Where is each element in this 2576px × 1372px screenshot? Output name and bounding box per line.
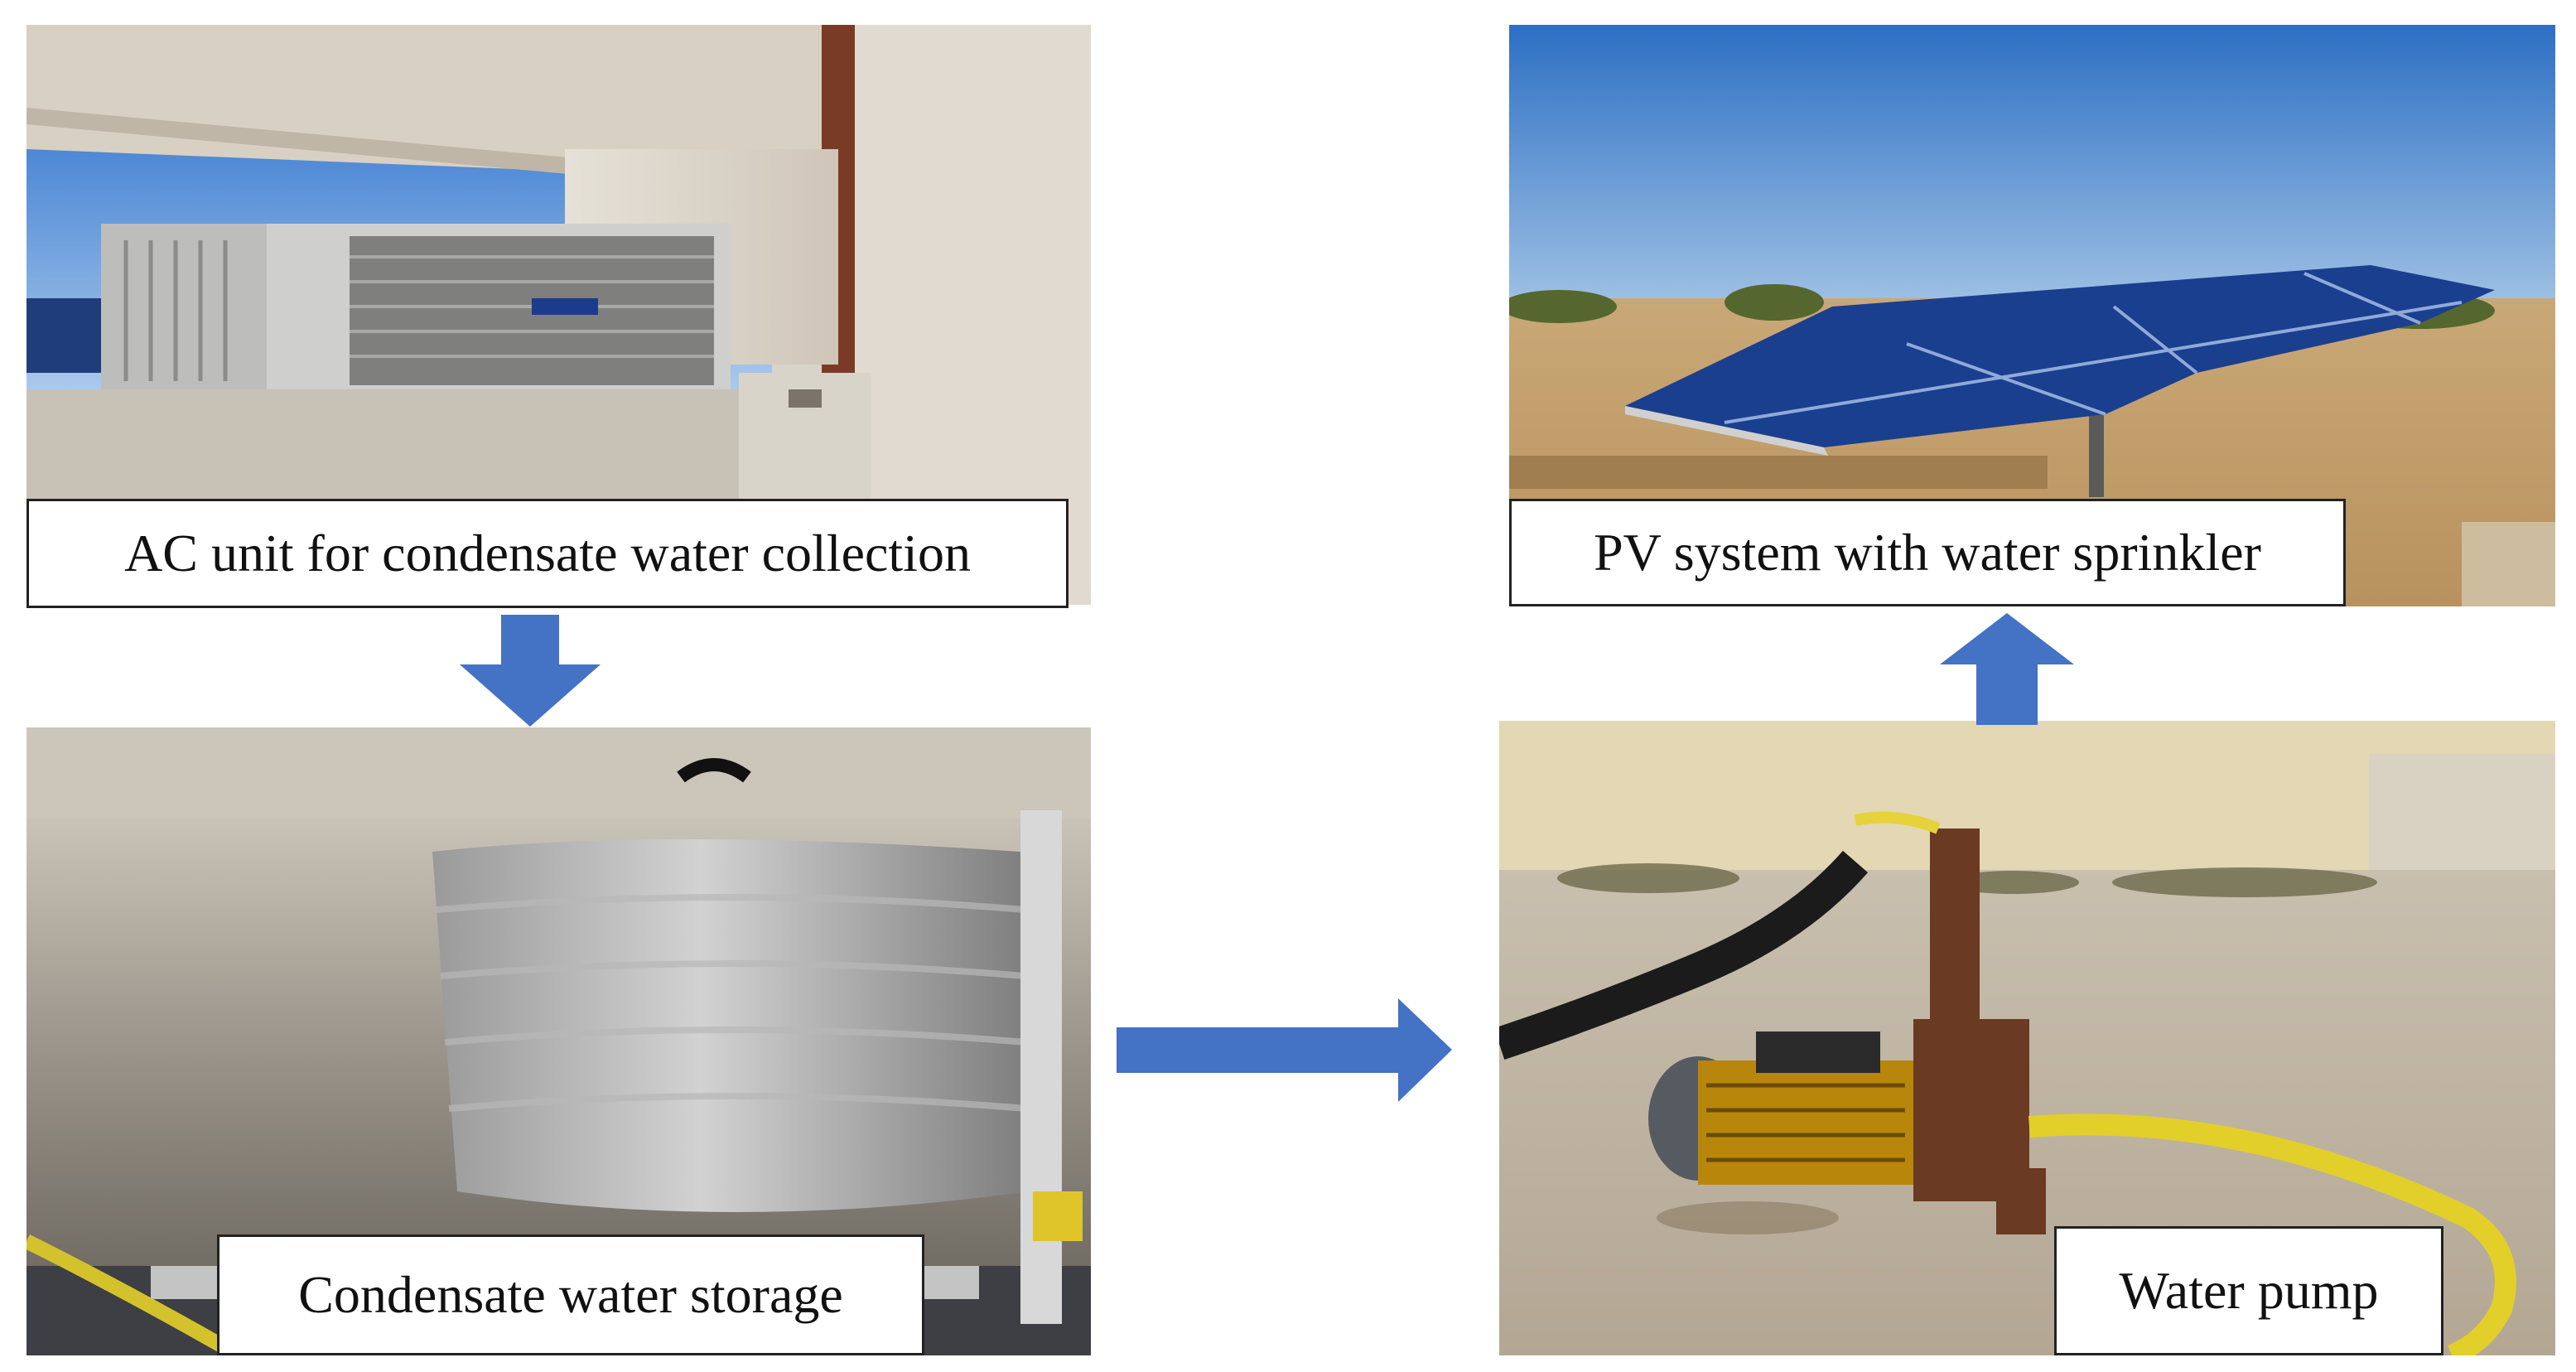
ac-unit-caption: AC unit for condensate water collection <box>27 499 1069 608</box>
pv-system-caption: PV system with water sprinkler <box>1509 499 2346 606</box>
water-pump-photo <box>1499 721 2555 1355</box>
arrow-up-to-pv <box>1940 613 2074 725</box>
arrow-down-to-storage <box>460 615 601 727</box>
water-pump-caption: Water pump <box>2054 1226 2443 1355</box>
storage-caption: Condensate water storage <box>217 1234 924 1355</box>
arrow-right-to-pump <box>1117 998 1452 1102</box>
